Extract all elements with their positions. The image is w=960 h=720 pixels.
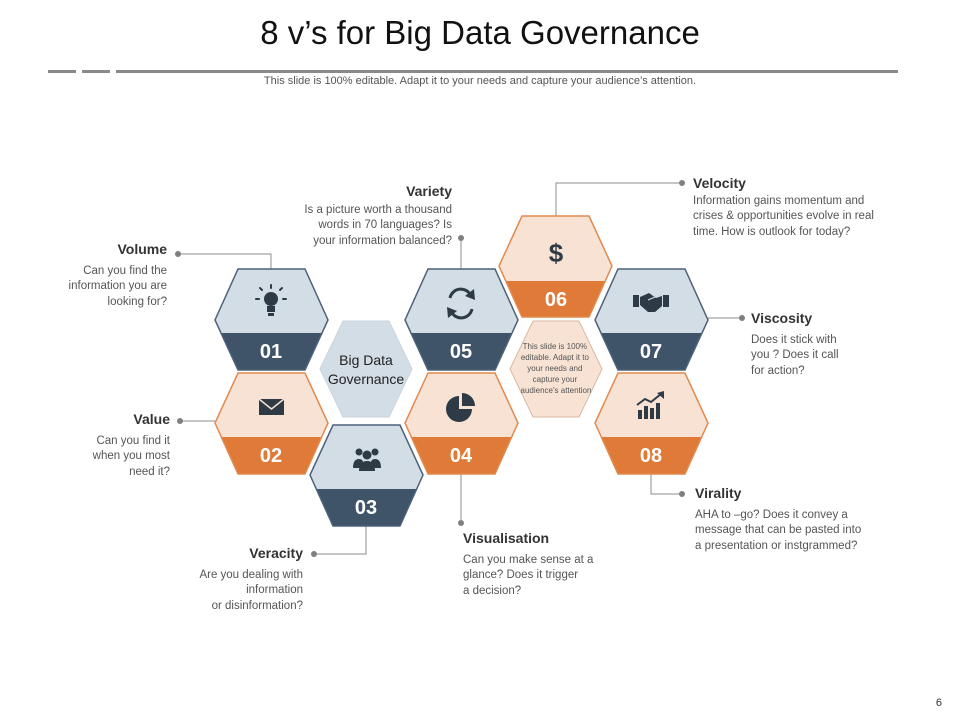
item-line: Can you find it [96,434,170,447]
item-title: Variety [406,183,452,199]
item-line: looking for? [107,295,167,308]
item-line: Are you dealing with [199,568,303,581]
hexagon-number: 04 [450,445,473,467]
hexagon-06: $ 06 [498,215,613,318]
slide-title: 8 v’s for Big Data Governance [260,14,700,51]
item-line: glance? Does it trigger [463,569,579,581]
note-line: capture your [533,375,578,384]
item-line: AHA to –go? Does it convey a [695,508,848,521]
item-visualisation: Visualisation Can you make sense at a gl… [463,530,663,599]
envelope-icon [258,398,285,415]
svg-text:This slide is 100% edita: This slide is 100% editable. Adapt it to… [521,342,592,395]
trend-up-icon [636,391,664,419]
hexagon-number: 07 [640,341,662,363]
center-label-line1: Big Data [339,352,393,368]
hexagon-03: 03 [309,424,424,527]
pie-chart-icon [446,393,475,422]
item-title: Veracity [249,545,303,561]
item-title: Value [133,411,170,427]
item-title: Velocity [693,175,746,191]
connector-dot [739,315,745,321]
hexagon-number: 08 [640,445,662,467]
center-label-line2: Governance [328,371,404,387]
connector-dot [175,251,181,257]
note-line: This slide is 100% [523,342,587,351]
handshake-icon [633,293,669,312]
hexagon-number: 03 [355,497,377,519]
item-title: Virality [695,485,742,501]
item-line: your information balanced? [313,234,452,247]
hexagon-05: 05 [404,268,519,371]
item-line: Does it stick with [751,333,837,346]
item-line: a presentation or instgrammed? [695,539,858,552]
connector-volume [178,253,272,269]
item-line: Is a picture worth a thousand [304,203,452,216]
item-virality: Virality AHA to –go? Does it convey a me… [695,485,925,554]
item-line: message that can be pasted into [695,524,862,536]
connector-dot [311,551,317,557]
item-line: crises & opportunities evolve in real [693,210,874,222]
item-line: Can you find the [83,264,167,277]
item-value: Value Can you find it when you most need… [20,411,170,480]
item-volume: Volume Can you find the information you … [7,241,167,310]
item-line: time. How is outlook for today? [693,225,851,238]
item-line: information you are [68,280,167,292]
item-line: words in 70 languages? Is [318,219,452,231]
item-line: a decision? [463,584,522,597]
item-title: Volume [117,241,167,257]
item-title: Visualisation [463,530,550,546]
item-viscosity: Viscosity Does it stick with you ? Does … [751,310,921,379]
title-rule-main [116,70,898,73]
connector-veracity [314,526,367,555]
item-line: for action? [751,364,805,377]
hexagon-number: 01 [260,341,282,363]
item-velocity: Velocity Information gains momentum and … [693,175,933,240]
connector-dot [679,180,685,186]
note-line: editable. Adapt it to [521,353,590,362]
item-variety: Variety Is a picture worth a thousand wo… [232,183,452,249]
item-line: when you most [92,450,170,462]
refresh-icon [447,287,475,320]
hexagon-01: 01 [214,268,329,371]
hexagon-number: 05 [450,341,472,363]
hexagon-number: 02 [260,445,282,467]
dollar-icon: $ [549,238,564,268]
lightbulb-icon [255,284,287,316]
connector-velocity [555,182,682,216]
title-rule-segment [48,70,76,73]
note-line: audience's attention [521,386,592,395]
title-rule-segment [82,70,110,73]
hexagon-08: 08 [594,372,709,475]
hexagon-number: 06 [545,289,567,311]
item-line: need it? [129,465,170,478]
center-hexagon: Big Data Governance [319,320,413,418]
note-line: your needs and [527,364,582,373]
page-number: 6 [935,697,942,709]
item-line: information [246,584,303,596]
item-line: Information gains momentum and [693,194,865,207]
slide-subtitle: This slide is 100% editable. Adapt it to… [263,75,697,87]
note-hexagon: This slide is 100% editable. Adapt it to… [509,320,603,418]
connector-dot [458,520,464,526]
hexagon-04: 04 [404,372,519,475]
item-veracity: Veracity Are you dealing with informatio… [123,545,303,614]
item-title: Viscosity [751,310,813,326]
item-line: Can you make sense at a [463,553,594,566]
users-icon [353,448,381,471]
hexagon-07: 07 [594,268,709,371]
connector-virality [650,474,682,495]
connector-dot [458,235,464,241]
item-line: or disinformation? [211,599,303,612]
connector-dot [679,491,685,497]
item-line: you ? Does it call [751,349,839,361]
connector-dot [177,418,183,424]
